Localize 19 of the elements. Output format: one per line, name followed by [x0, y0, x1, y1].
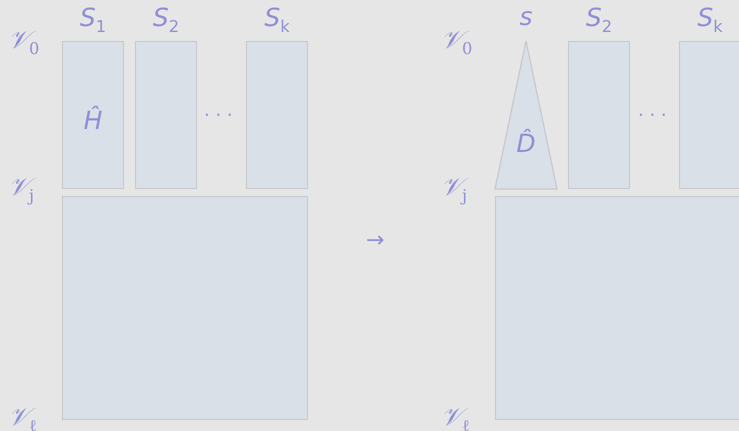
block-symbol: D̂ — [515, 129, 537, 159]
level-label: 𝒱$_{j}$ — [8, 172, 34, 207]
transform-arrow: → — [366, 227, 384, 255]
level-label: 𝒱$_{j}$ — [441, 172, 468, 207]
level-label: 𝒱$_{0}$ — [8, 25, 40, 60]
ellipsis: · · · — [638, 104, 667, 128]
block-label: S$_{k}$ — [696, 2, 724, 38]
block-label: s — [518, 1, 534, 33]
level-label: 𝒱$_{ℓ}$ — [8, 402, 37, 431]
level-label: 𝒱$_{0}$ — [441, 25, 472, 60]
block-symbol: Ĥ — [82, 106, 104, 136]
level-label: 𝒱$_{ℓ}$ — [441, 402, 470, 431]
block-label: S$_{2}$ — [152, 2, 180, 38]
block-label: S$_{2}$ — [584, 2, 614, 38]
block-label: S$_{k}$ — [263, 2, 291, 38]
block-label: S$_{1}$ — [78, 2, 108, 38]
ellipsis: · · · — [204, 104, 233, 128]
matrix-block — [495, 196, 739, 420]
matrix-block — [62, 196, 308, 420]
